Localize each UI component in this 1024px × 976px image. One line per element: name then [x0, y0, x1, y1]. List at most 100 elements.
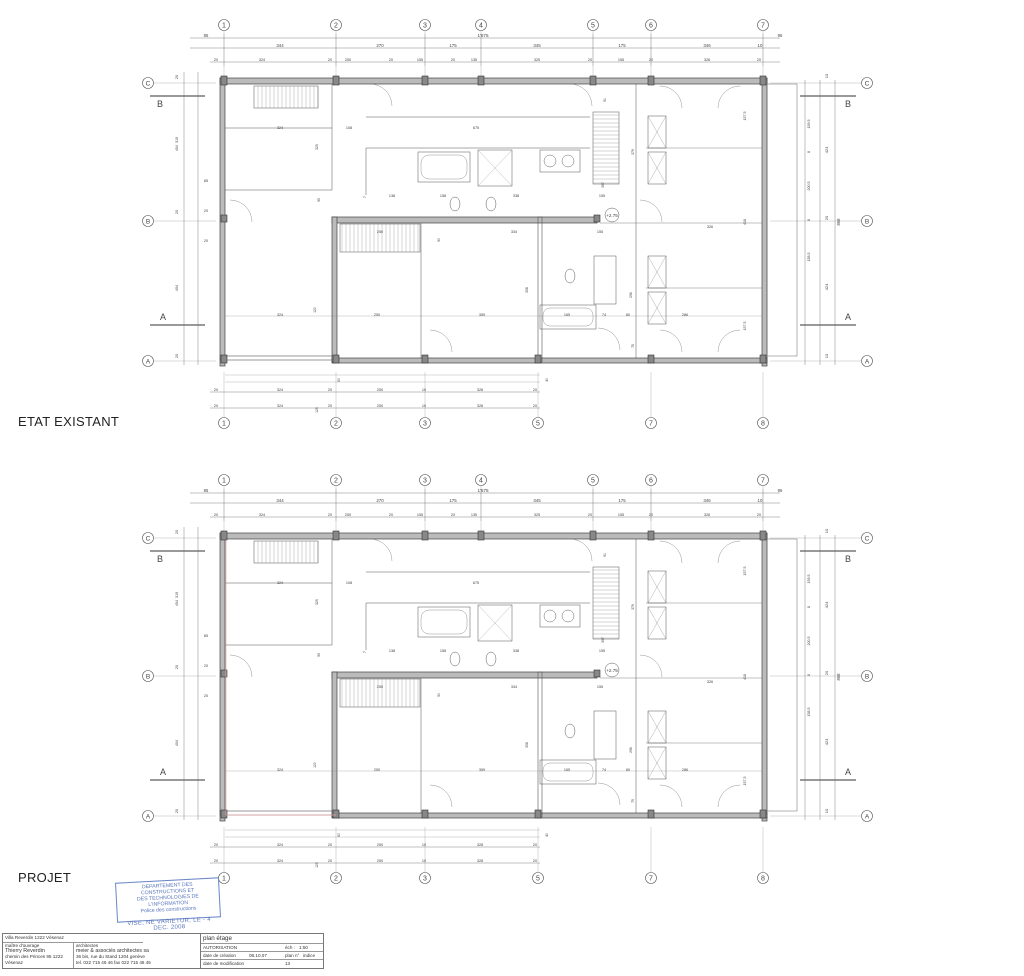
tb-owner-label: maître d'ouvrage — [5, 943, 40, 948]
axis-bubble — [861, 215, 873, 227]
toilet — [485, 651, 497, 667]
wardrobe-cross — [647, 255, 667, 289]
dimension-label: 338 — [513, 194, 519, 198]
tb-scale: 1:50 — [299, 945, 308, 950]
dimension-label: 90 — [437, 693, 441, 697]
door-swing — [659, 85, 683, 109]
tb-row-created: date de création 08.10.07 plan n° indice — [201, 951, 323, 959]
column — [220, 354, 228, 364]
dimension-label: 20 — [204, 239, 208, 243]
dimension-label: 250 — [377, 685, 383, 689]
axis-bubble — [142, 670, 154, 682]
axis-label: A — [865, 358, 870, 365]
dimension-label: 138 — [389, 649, 395, 653]
axis-label: 3 — [423, 420, 427, 427]
dimension-label: 10 — [422, 859, 426, 863]
toilet — [449, 651, 461, 667]
axis-label: A — [865, 813, 870, 820]
dimension-label: 324 — [277, 313, 283, 317]
axis-label: 8 — [761, 420, 765, 427]
axis-label: B — [865, 673, 869, 680]
door-swing — [229, 654, 253, 678]
dimension-label: 8 — [807, 606, 811, 608]
toilet — [485, 196, 497, 212]
dimension-label: 10 — [824, 353, 829, 358]
shower-diagonal — [477, 149, 513, 187]
axis-label: 1 — [222, 22, 226, 29]
dimension-label: 270 — [376, 43, 384, 48]
column — [220, 530, 228, 541]
dimension-label: 175 — [449, 43, 457, 48]
column — [332, 75, 340, 86]
wardrobe — [647, 710, 667, 744]
axis-bubble — [757, 19, 769, 31]
column — [220, 809, 228, 819]
axis-bubble — [142, 810, 154, 822]
dimension-label: 175 — [618, 498, 626, 503]
axis-bubble — [419, 872, 431, 884]
dimension-label: 424 — [824, 283, 829, 290]
tb-owner-name: Thierry Reverdin — [5, 947, 45, 954]
dimension-label: 379 — [631, 149, 635, 155]
dimension-label: 157.5 — [743, 777, 747, 786]
axis-bubble — [861, 670, 873, 682]
dimension-label: 324 — [277, 843, 283, 847]
dimension-label: 326 — [707, 680, 713, 684]
dimension-label: 10 — [422, 388, 426, 392]
dimension-label: 324 — [277, 404, 283, 408]
wall — [219, 532, 768, 540]
dimension-label: 328 — [477, 843, 483, 847]
shower-diagonal — [477, 604, 513, 642]
column — [220, 669, 228, 678]
axis-bubble — [330, 872, 342, 884]
wardrobe — [647, 570, 667, 604]
dimension-label: 40 — [545, 378, 549, 382]
axis-bubble — [861, 77, 873, 89]
wall — [537, 216, 543, 363]
axis-bubble — [587, 474, 599, 486]
stair-top-left — [253, 85, 319, 109]
dimension-label: 155 — [618, 513, 624, 517]
dimension-label: 10 — [824, 528, 829, 533]
dimension-label: 20 — [175, 210, 179, 214]
axis-bubble — [330, 19, 342, 31]
dimension-label: 868 — [836, 673, 841, 681]
axis-label: 5 — [591, 477, 595, 484]
axis-bubble — [861, 810, 873, 822]
dimension-label: 20 — [328, 58, 332, 62]
tb-architect-name: meier & associés architectes sa — [76, 947, 149, 954]
tb-modified-label: date de modification — [203, 961, 245, 966]
cabinet — [593, 710, 617, 760]
dimension-label: 325 — [534, 58, 540, 62]
dimension-label: 175 — [449, 498, 457, 503]
axis-label: 6 — [649, 22, 653, 29]
axis-bubble — [419, 474, 431, 486]
dimension-label: 158.5 — [807, 708, 811, 717]
dimension-label: 91 — [603, 98, 607, 102]
dimension-label: 20 — [451, 513, 455, 517]
dimension-label: 155 — [599, 194, 605, 198]
dimension-label: 157.5 — [743, 112, 747, 121]
section-mark-a: A — [845, 312, 851, 322]
column — [647, 354, 655, 364]
dimension-label: 20 — [175, 809, 179, 813]
dimension-label: 85 — [204, 488, 209, 493]
column — [421, 809, 429, 819]
bathtub-inner — [420, 609, 468, 635]
dimension-label: 325 — [534, 513, 540, 517]
dimension-label: 158 — [440, 649, 446, 653]
dimension-label: 159.5 — [807, 575, 811, 584]
axis-label: 2 — [334, 420, 338, 427]
wall — [219, 810, 339, 816]
bathtub — [539, 304, 597, 330]
axis-label: 2 — [334, 22, 338, 29]
column — [534, 354, 542, 364]
dimension-label: 85 — [204, 179, 208, 183]
axis-bubble — [532, 417, 544, 429]
dimension-label: 675 — [473, 581, 479, 585]
dimension-label: 165 — [564, 768, 570, 772]
dimension-label: 20 — [214, 404, 218, 408]
dimension-label: 75 — [631, 344, 635, 348]
tb-created: 08.10.07 — [249, 953, 267, 958]
